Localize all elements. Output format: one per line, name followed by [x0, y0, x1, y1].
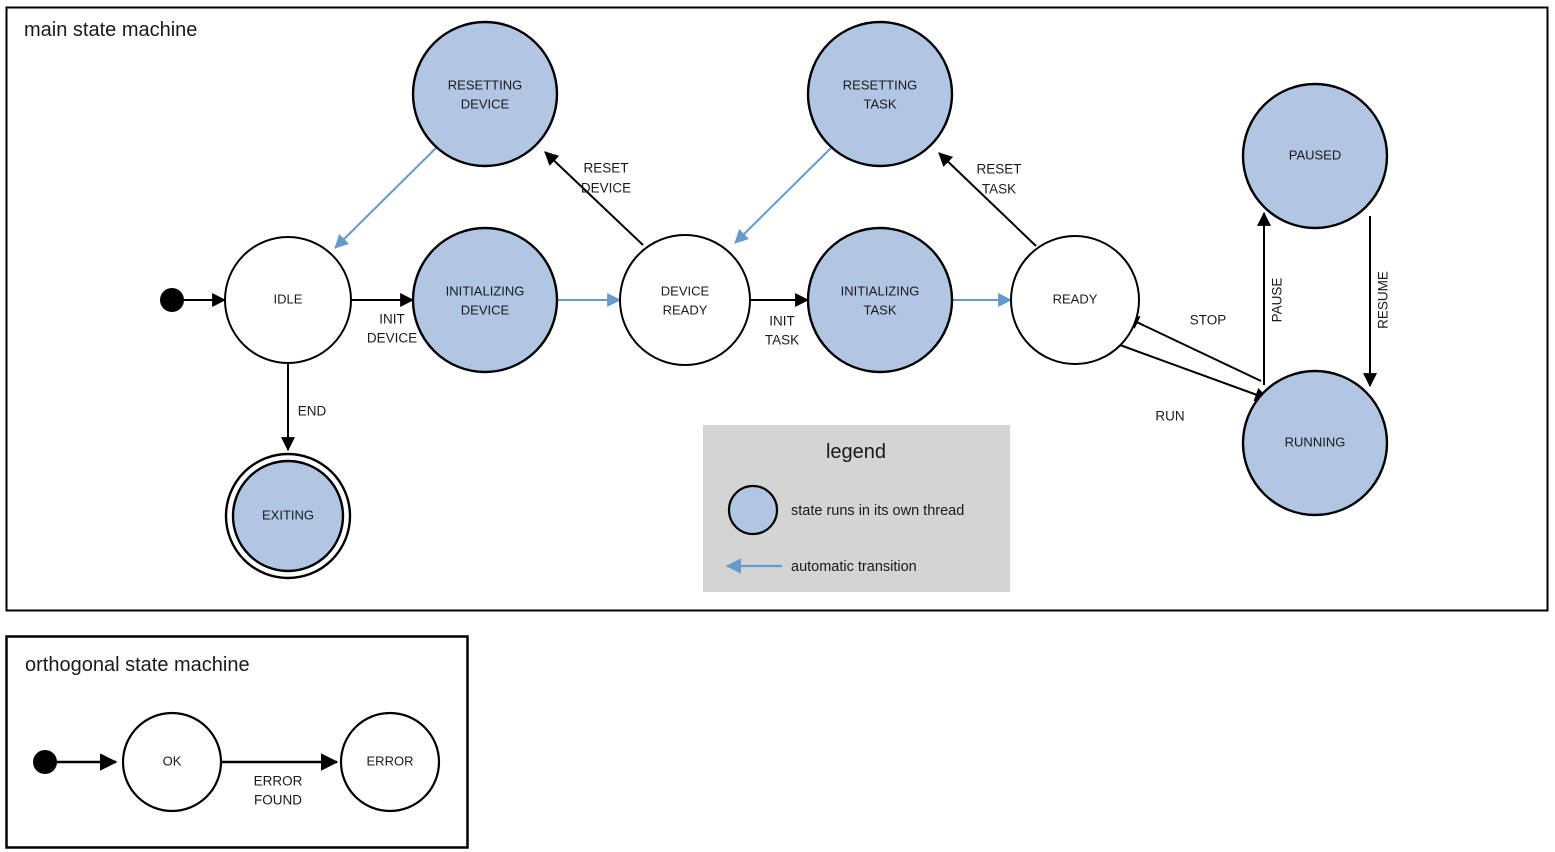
state-device-ready-shape[interactable] — [619, 234, 751, 366]
state-idle[interactable]: IDLE — [224, 236, 352, 364]
state-idle-label: IDLE — [274, 291, 303, 306]
legend-title: legend — [826, 441, 886, 463]
state-initializing-task-shape[interactable] — [806, 226, 954, 374]
state-error-shape[interactable] — [339, 711, 441, 813]
orthogonal-state-machine-box: orthogonal state machine OK ERROR FOUND … — [5, 635, 469, 849]
edge-label-reset-device-line2: DEVICE — [581, 181, 631, 196]
legend-auto-transition-text: automatic transition — [791, 559, 917, 575]
orthogonal-initial-state-marker — [33, 750, 57, 774]
edge-reset-device — [544, 151, 644, 246]
state-device-ready-label-line2: READY — [663, 302, 708, 317]
edge-label-error-found-line1: ERROR — [254, 774, 303, 789]
legend-thread-state-icon — [727, 484, 779, 536]
state-paused-shape[interactable] — [1241, 82, 1389, 230]
state-initializing-device[interactable]: INITIALIZING DEVICE — [411, 226, 559, 374]
state-ok[interactable]: OK — [121, 711, 223, 813]
edge-stop — [1124, 316, 1262, 382]
orthogonal-box-title: orthogonal state machine — [25, 654, 250, 676]
state-ready-label: READY — [1053, 291, 1098, 306]
state-running-shape[interactable] — [1241, 369, 1389, 517]
state-initializing-device-label-line1: INITIALIZING — [446, 283, 525, 298]
edge-label-stop: STOP — [1190, 313, 1227, 328]
state-resetting-device-shape[interactable] — [411, 20, 559, 168]
state-device-ready[interactable]: DEVICE READY — [619, 234, 751, 366]
state-initializing-task-label-line1: INITIALIZING — [841, 283, 920, 298]
edge-label-resume: RESUME — [1376, 271, 1391, 329]
state-ready[interactable]: READY — [1010, 235, 1140, 365]
state-resetting-task-label-line2: TASK — [864, 96, 897, 111]
state-initializing-task-label-line2: TASK — [864, 302, 897, 317]
state-initializing-device-label-line2: DEVICE — [461, 302, 510, 317]
edge-reset-task — [938, 152, 1037, 247]
edge-label-error-found-line2: FOUND — [254, 793, 302, 808]
state-resetting-task-shape[interactable] — [806, 20, 954, 168]
state-initializing-device-shape[interactable] — [411, 226, 559, 374]
main-box-title: main state machine — [24, 19, 197, 41]
state-ready-shape[interactable] — [1010, 235, 1140, 365]
edge-label-init-device-line1: INIT — [379, 312, 405, 327]
state-paused[interactable]: PAUSED — [1241, 82, 1389, 230]
edge-label-pause: PAUSE — [1270, 278, 1285, 323]
state-running-label: RUNNING — [1285, 434, 1346, 449]
state-idle-shape[interactable] — [224, 236, 352, 364]
state-ok-label: OK — [163, 753, 182, 768]
state-device-ready-label-line1: DEVICE — [661, 283, 710, 298]
edge-label-reset-task-line1: RESET — [976, 162, 1021, 177]
orthogonal-box-border — [5, 635, 469, 849]
main-transitions-layer: INIT DEVICE INIT TASK RESET DEVICE RESET… — [184, 146, 1391, 452]
edge-label-init-task-line2: TASK — [765, 333, 799, 348]
edge-label-reset-device-line1: RESET — [583, 161, 628, 176]
state-paused-label: PAUSED — [1289, 147, 1342, 162]
edge-label-init-task-line1: INIT — [769, 314, 795, 329]
state-exiting[interactable]: EXITING — [224, 452, 352, 580]
state-resetting-device-label-line1: RESETTING — [448, 77, 522, 92]
edge-label-reset-task-line2: TASK — [982, 182, 1016, 197]
edge-auto-device-ready-2 — [734, 146, 833, 244]
state-error-label: ERROR — [367, 753, 414, 768]
state-exiting-shape[interactable] — [231, 459, 345, 573]
state-running[interactable]: RUNNING — [1241, 369, 1389, 517]
state-exiting-label: EXITING — [262, 507, 314, 522]
edge-auto-idle — [334, 146, 438, 249]
state-resetting-task-label-line1: RESETTING — [843, 77, 917, 92]
legend-thread-state-text: state runs in its own thread — [791, 503, 964, 519]
state-initializing-task[interactable]: INITIALIZING TASK — [806, 226, 954, 374]
initial-state-marker — [160, 288, 184, 312]
edge-label-init-device-line2: DEVICE — [367, 331, 417, 346]
state-resetting-device-label-line2: DEVICE — [461, 96, 510, 111]
state-resetting-device[interactable]: RESETTING DEVICE — [411, 20, 559, 168]
edge-label-end: END — [298, 404, 327, 419]
state-resetting-task[interactable]: RESETTING TASK — [806, 20, 954, 168]
edge-label-run: RUN — [1155, 409, 1184, 424]
state-error[interactable]: ERROR — [339, 711, 441, 813]
main-states-layer: IDLE INITIALIZING DEVICE DEVICE READY IN… — [160, 20, 1389, 580]
legend: legend state runs in its own thread auto… — [703, 425, 1010, 592]
edge-run — [1119, 344, 1270, 402]
